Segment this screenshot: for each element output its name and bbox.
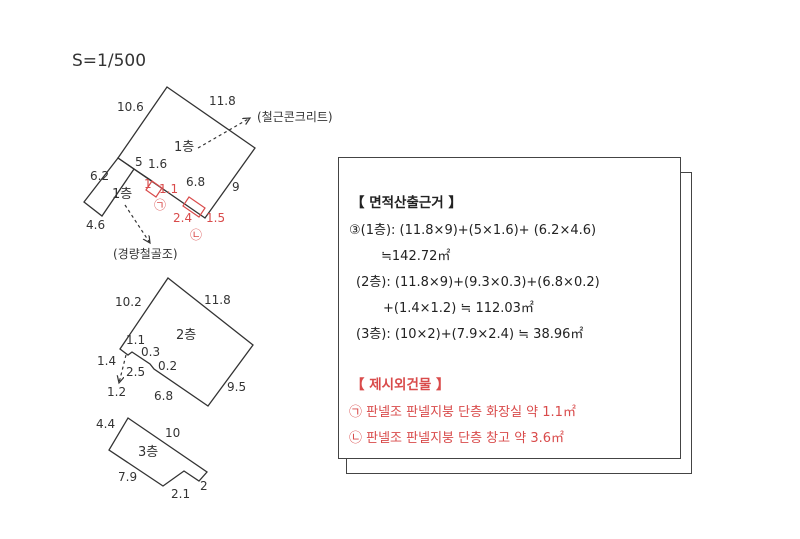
plan1-dim-top-right: 11.8: [209, 94, 236, 108]
plan3-label: 3층: [138, 445, 158, 460]
extra-building-2: ㉡ 판넬조 판넬지붕 단층 창고 약 3.6㎡: [349, 431, 564, 446]
plan2-dim-1-4: 1.4: [97, 354, 116, 368]
plan2-dim-2-5: 2.5: [126, 365, 145, 379]
plan1-strip-outline: [133, 168, 153, 182]
plan1-red-1-5: 1.5: [206, 211, 225, 225]
plan-1: 1층 10.6 11.8 (철근콘크리트) 5 1.6 6.8 9 6.2 4.…: [83, 86, 333, 261]
plan2-dim-9-5: 9.5: [227, 380, 246, 394]
plan1-dim-6-2: 6.2: [90, 169, 109, 183]
plan2-label: 2층: [176, 328, 196, 343]
plan1-structure-rc: (철근콘크리트): [257, 110, 333, 124]
calc-title: 【 면적산출근거 】: [351, 195, 462, 211]
plan1-steel-arrow: [124, 204, 150, 243]
plan-3: 3층 4.4 10 7.9 2.1 2: [96, 417, 208, 501]
extra-building-1: ㉠ 판넬조 판넬지붕 단층 화장실 약 1.1㎡: [349, 405, 576, 420]
plan1-dim-4-6: 4.6: [86, 218, 105, 232]
plan2-dim-0-2: 0.2: [158, 359, 177, 373]
plan3-dim-2: 2: [200, 479, 208, 493]
plan2-dim-10-2: 10.2: [115, 295, 142, 309]
plan1-side-label: 1층: [112, 187, 132, 202]
plan1-main-outline: [117, 86, 256, 219]
plan3-dim-7-9: 7.9: [118, 470, 137, 484]
plan2-dim-0-3: 0.3: [141, 345, 160, 359]
calc-line-4: +(1.4×1.2) ≒ 112.03㎡: [383, 301, 534, 316]
plan1-annex-outline: [83, 157, 135, 217]
plan1-mark-a: ㉠: [154, 198, 166, 212]
plan1-red-1: 1: [144, 177, 152, 191]
plan2-dim-6-8: 6.8: [154, 389, 173, 403]
plan3-outline: [108, 417, 208, 487]
plan1-main-label: 1층: [174, 140, 194, 155]
plan2-dim-1-2: 1.2: [107, 385, 126, 399]
plan2-dim-11-8: 11.8: [204, 293, 231, 307]
plan1-storage-outline: [182, 196, 206, 218]
plan3-dim-4-4: 4.4: [96, 417, 115, 431]
plan1-dim-6-8: 6.8: [186, 175, 205, 189]
plan2-leader-arrow: [119, 354, 127, 383]
plan2-outline: [119, 277, 254, 407]
plan1-dim-top-left: 10.6: [117, 100, 144, 114]
area-calculation-box: 【 면적산출근거 】 ③(1층): (11.8×9)+(5×1.6)+ (6.2…: [338, 157, 681, 459]
extra-buildings-title: 【 제시외건물 】: [351, 377, 450, 393]
calc-line-3: (2층): (11.8×9)+(9.3×0.3)+(6.8×0.2): [356, 275, 600, 290]
scale-label: S=1/500: [72, 51, 146, 71]
plan1-rc-arrow: [197, 118, 250, 149]
plan1-mark-b: ㉡: [190, 228, 202, 242]
plan1-dim-9: 9: [232, 180, 240, 194]
plan1-toilet-outline: [145, 180, 163, 198]
plan1-red-1-1: 1.1: [159, 182, 178, 196]
plan1-dim-1-6: 1.6: [148, 157, 167, 171]
calc-line-2: ≒142.72㎡: [381, 249, 451, 264]
plan1-red-2-4: 2.4: [173, 211, 192, 225]
plan1-dim-5: 5: [135, 155, 143, 169]
calc-line-5: (3층): (10×2)+(7.9×2.4) ≒ 38.96㎡: [356, 327, 584, 342]
plan1-structure-steel: (경량철골조): [113, 247, 178, 261]
plan3-dim-10: 10: [165, 426, 180, 440]
plan-2: 2층 10.2 11.8 1.1 1.4 0.3 2.5 0.2 1.2 6.8…: [97, 277, 254, 407]
calc-line-1: ③(1층): (11.8×9)+(5×1.6)+ (6.2×4.6): [349, 223, 597, 238]
plan2-dim-1-1: 1.1: [126, 333, 145, 347]
plan3-dim-2-1: 2.1: [171, 487, 190, 501]
